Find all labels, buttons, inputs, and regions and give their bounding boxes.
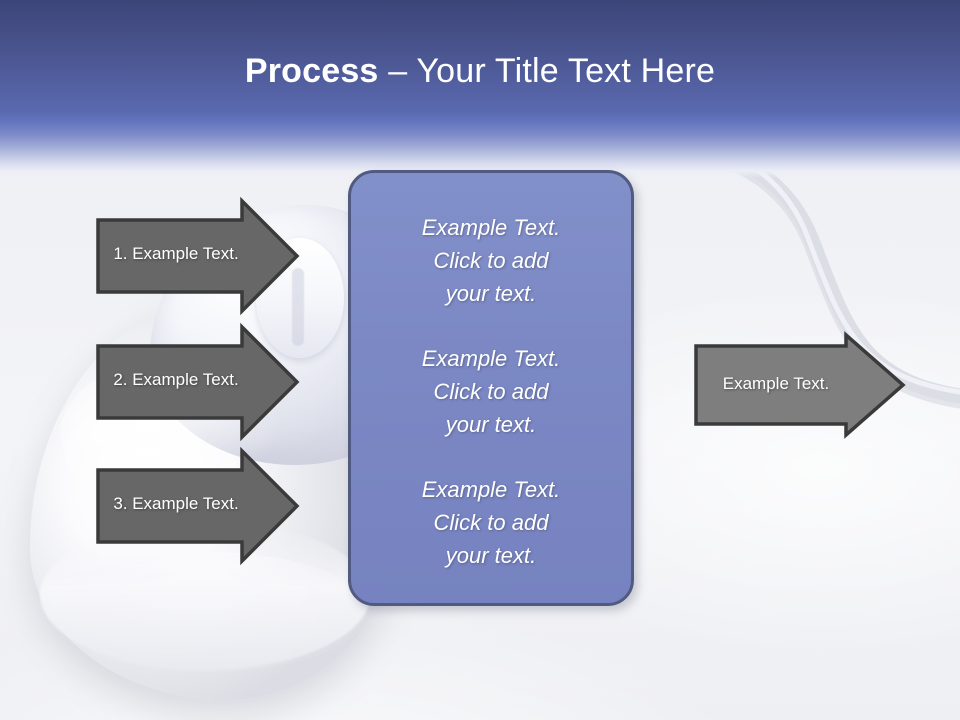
- mouse-body-edge: [40, 520, 370, 670]
- process-arrow-2[interactable]: 2. Example Text.: [96, 322, 300, 442]
- panel-text-block-2: Example Text. Click to add your text.: [421, 346, 561, 437]
- process-arrow-3[interactable]: 3. Example Text.: [96, 446, 300, 566]
- process-arrow-1[interactable]: 1. Example Text.: [96, 196, 300, 316]
- center-content-panel[interactable]: Example Text. Click to add your text. Ex…: [348, 170, 634, 606]
- page-title: Process – Your Title Text Here: [0, 50, 960, 92]
- panel-text-block-3: Example Text. Click to add your text.: [421, 477, 561, 568]
- page-title-rest: Your Title Text Here: [416, 52, 716, 90]
- page-title-separator: –: [378, 52, 417, 90]
- header-band: [0, 0, 960, 178]
- outcome-arrow[interactable]: Example Text.: [694, 331, 906, 439]
- panel-text-block-1: Example Text. Click to add your text.: [421, 215, 561, 306]
- page-title-bold: Process: [244, 52, 379, 90]
- mouse-button-split: [292, 268, 304, 346]
